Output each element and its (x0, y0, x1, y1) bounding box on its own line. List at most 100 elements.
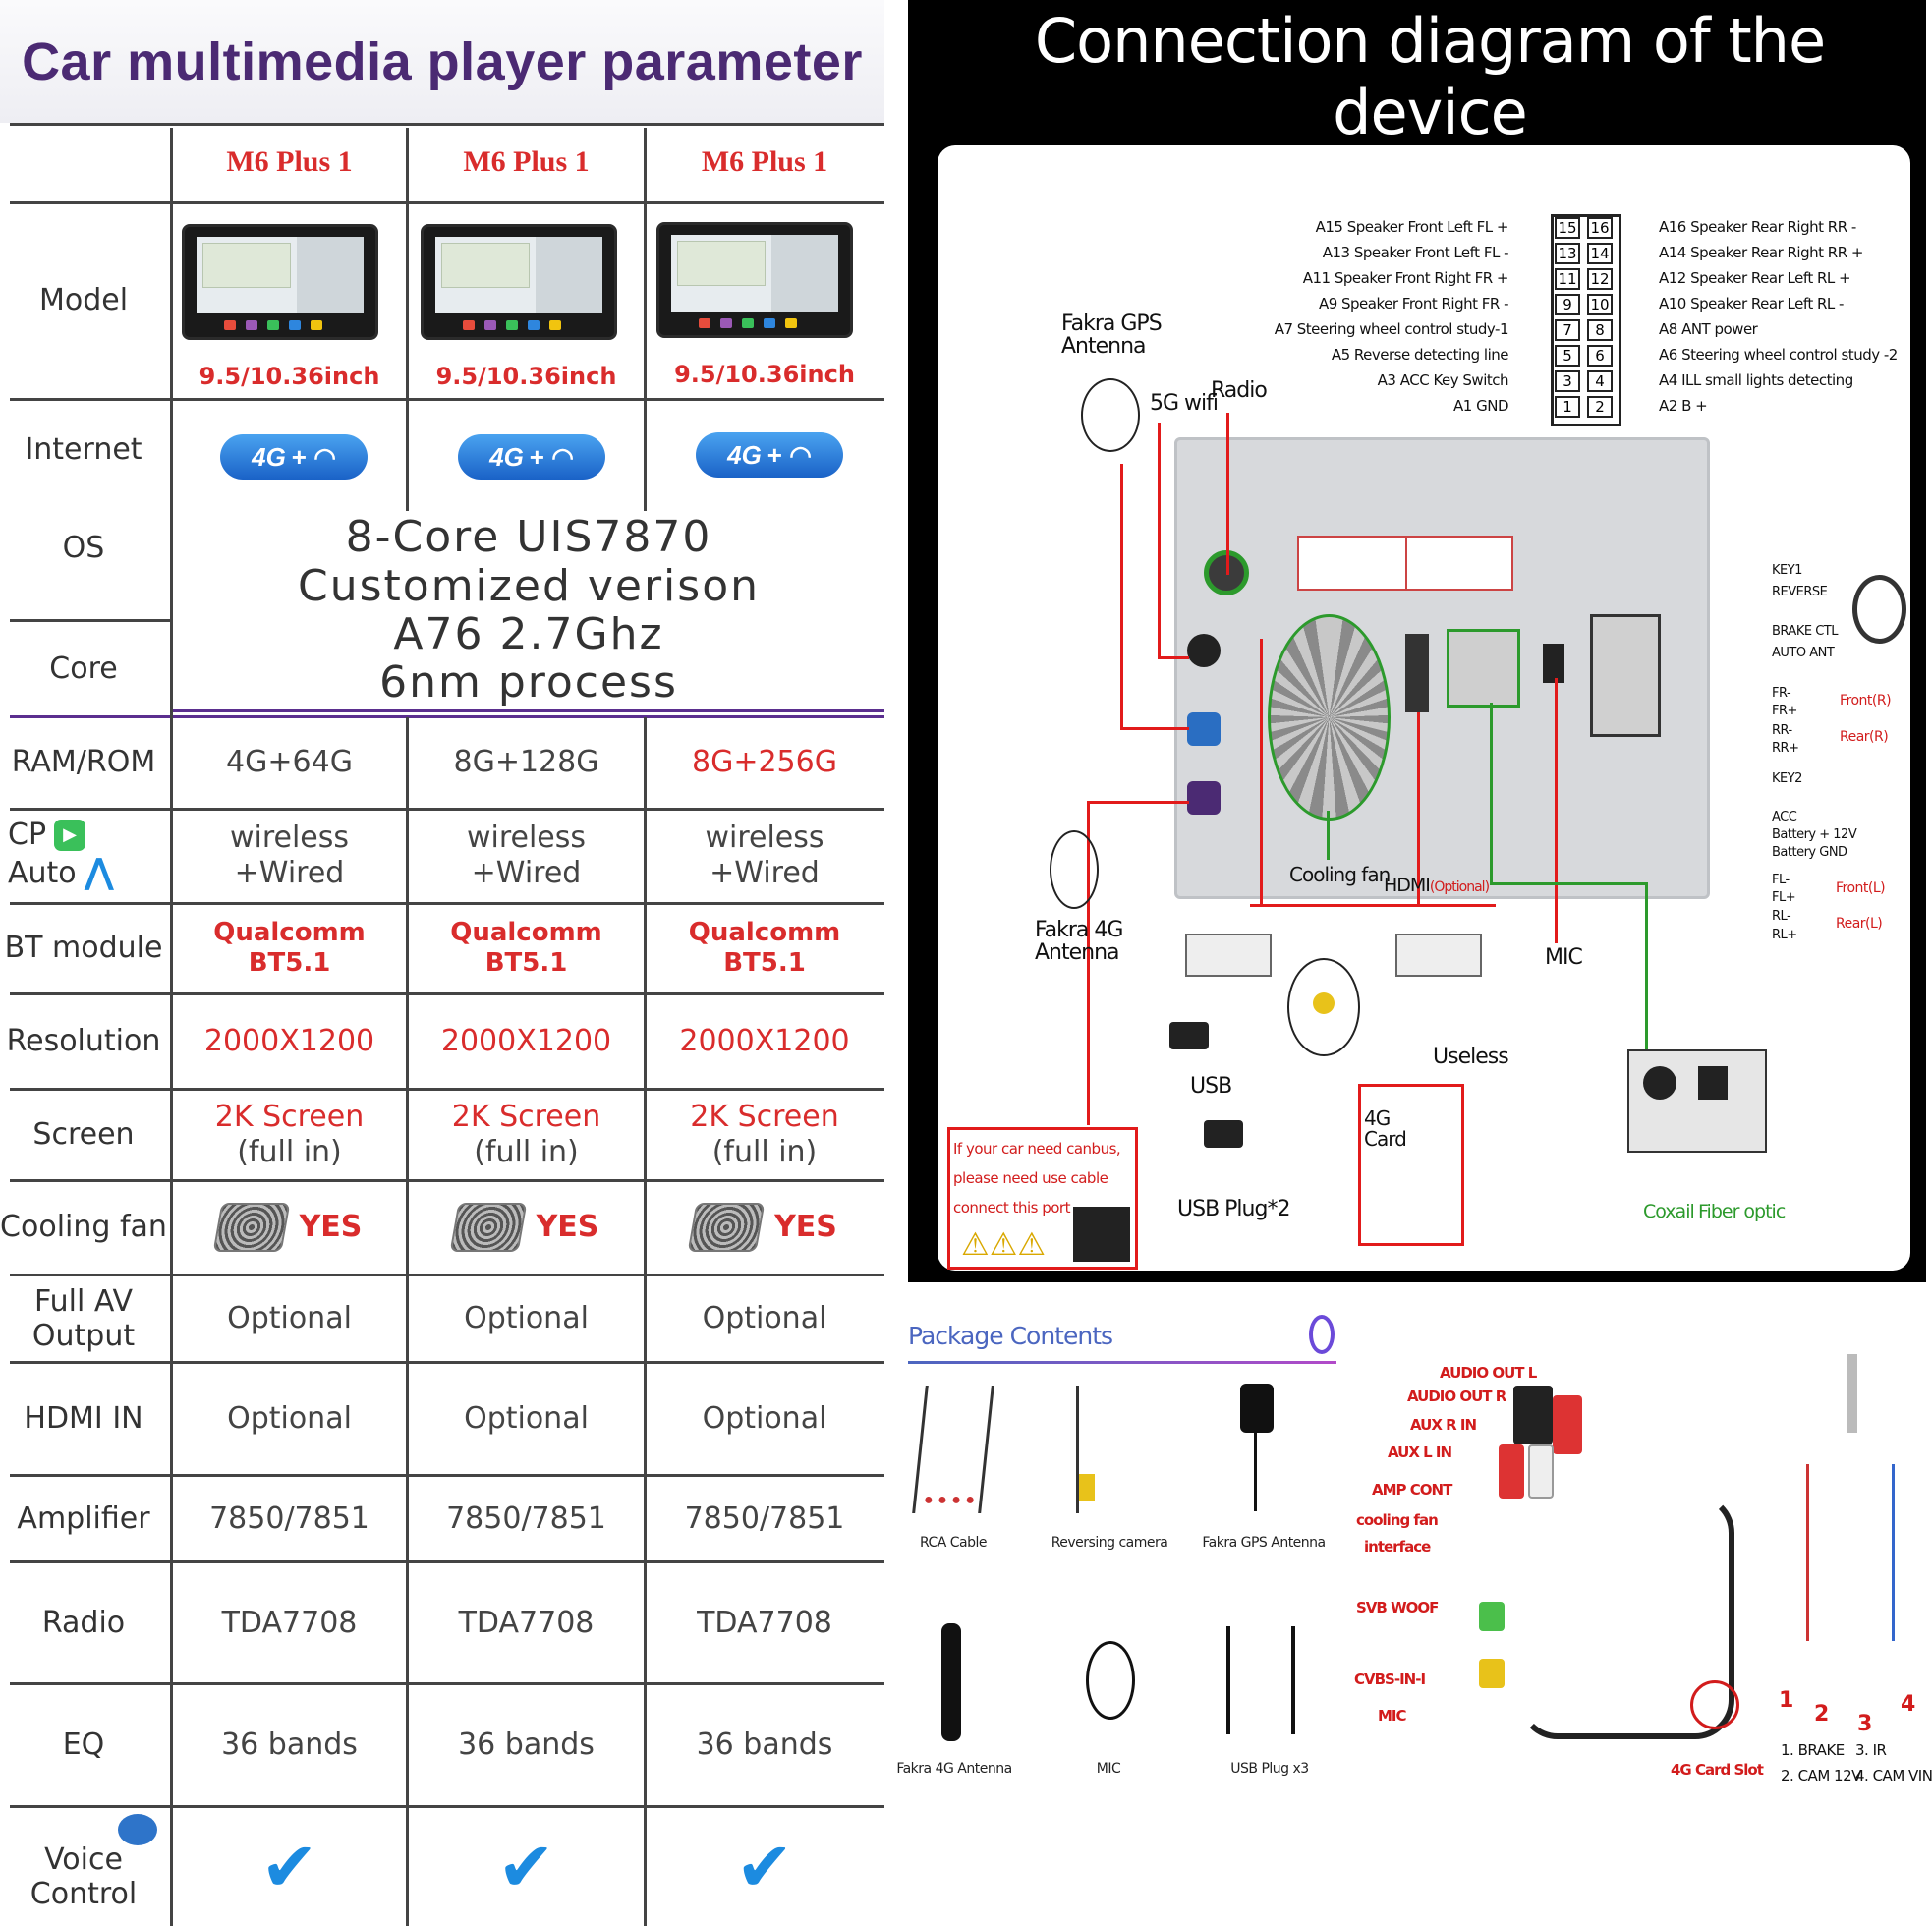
eq-value: 36 bands (458, 1728, 595, 1762)
radio-value: TDA7708 (697, 1605, 832, 1640)
package-item: RCA Cable (919, 1535, 988, 1551)
4g-text: 4G (489, 441, 524, 472)
harness-label: MIC (1378, 1707, 1407, 1725)
package-title: Package Contents (908, 1322, 1113, 1350)
warning-icon: ⚠⚠⚠ (961, 1226, 1047, 1262)
useless-label: Useless (1433, 1045, 1509, 1069)
harness-label: AUDIO OUT R (1407, 1388, 1506, 1405)
swirl-icon (1309, 1315, 1335, 1354)
steering-wheel-icon (1852, 575, 1906, 644)
pin-number: 11 (1555, 268, 1580, 290)
divider (10, 398, 884, 401)
check-icon: ✔ (497, 1827, 555, 1907)
bt-line1: Qualcomm (213, 917, 366, 947)
row-label-ram: RAM/ROM (11, 745, 156, 780)
leader-line (1417, 712, 1420, 904)
resolution-value: 2000X1200 (440, 1023, 612, 1058)
av-label-2: Output (31, 1319, 136, 1353)
gps-port (1187, 712, 1221, 746)
cp-wireless: wireless (466, 821, 587, 855)
carplay-icon: ▶ (54, 819, 86, 851)
divider (406, 128, 409, 511)
wire-label: Battery + 12V (1772, 827, 1857, 842)
screen-line1: 2K Screen (214, 1100, 365, 1134)
pin-label: A15 Speaker Front Left FL + (1315, 218, 1509, 236)
leader-line (1645, 882, 1648, 1049)
divider (10, 1560, 884, 1563)
gps-line2: Antenna (1061, 334, 1147, 360)
rca-plug-red (1499, 1444, 1524, 1499)
pin-label: A16 Speaker Rear Right RR - (1659, 218, 1856, 236)
av-value: Optional (227, 1301, 352, 1335)
rca-plug-white (1528, 1444, 1554, 1499)
pin-label: A3 ACC Key Switch (1377, 371, 1509, 389)
pin-number: 4 (1587, 370, 1613, 392)
wire-number: 1 (1779, 1688, 1793, 1713)
pin-number: 2 (1587, 396, 1613, 418)
robot-icon (118, 1814, 157, 1845)
leader-line (1250, 904, 1496, 907)
wire-label: FL- (1772, 873, 1790, 887)
warning-text: If your car need canbus, (953, 1140, 1121, 1158)
leader-line (1490, 703, 1493, 884)
fan-yes: YES (299, 1210, 363, 1244)
row-label-screen: Screen (32, 1117, 135, 1153)
cooling-fan-icon (1268, 614, 1391, 821)
camera-plug-icon (1287, 958, 1360, 1056)
row-label-internet: Internet (25, 432, 142, 468)
radio-value: TDA7708 (221, 1605, 358, 1640)
wire-label: Battery GND (1772, 845, 1847, 860)
eq-value: 36 bands (221, 1728, 358, 1762)
speaker-label: Rear(L) (1836, 916, 1883, 932)
wire-label: AUTO ANT (1772, 646, 1835, 660)
camera-plug (1079, 1474, 1095, 1501)
harness-label: AUX L IN (1388, 1444, 1452, 1461)
wire-label: FL+ (1772, 890, 1796, 905)
head-unit-image (182, 224, 378, 340)
divider (10, 992, 884, 995)
ram-value: 4G+64G (226, 745, 353, 779)
bt-line1: Qualcomm (688, 917, 841, 947)
coax-port (1643, 1066, 1676, 1100)
harness-label: AUDIO OUT L (1440, 1364, 1537, 1382)
package-item: USB Plug x3 (1230, 1761, 1309, 1777)
screen-value: 2K Screen(full in) (173, 1091, 406, 1179)
wire-number: 2 (1814, 1702, 1829, 1727)
harness-label: AUX R IN (1410, 1416, 1477, 1434)
divider (10, 715, 884, 718)
4g-badge: 4G+ ◠ (696, 432, 843, 478)
row-label-carplay: CP▶ Auto⋀ (0, 811, 167, 901)
package-panel (902, 1295, 1926, 1926)
pin-label: A14 Speaker Rear Right RR + (1659, 244, 1863, 261)
screen-line2: (full in) (711, 1135, 818, 1169)
av-value: Optional (702, 1301, 827, 1335)
wire-label: RR- (1772, 723, 1792, 738)
wire-label: RL- (1772, 909, 1791, 924)
row-label-resolution: Resolution (6, 1023, 161, 1058)
screen-value: 2K Screen(full in) (647, 1091, 882, 1179)
pin-label: A12 Speaker Rear Left RL + (1659, 269, 1851, 287)
rca-plug-red (1553, 1395, 1582, 1454)
hdmi-value: Optional (702, 1401, 827, 1436)
divider (10, 808, 884, 811)
warning-text: connect this port (953, 1199, 1070, 1217)
radio-label: Radio (1211, 378, 1268, 403)
divider (10, 1474, 884, 1477)
hdmi-optional: (Optional) (1429, 879, 1490, 895)
wire-note: 4. CAM VIN (1855, 1767, 1932, 1784)
screen-value: 2K Screen(full in) (409, 1091, 644, 1179)
cooling-fan-label: Cooling fan (1289, 863, 1391, 886)
check-icon: ✔ (260, 1827, 318, 1907)
usb-icon (1169, 1022, 1209, 1049)
wifi-port (1187, 634, 1221, 667)
mic-label: MIC (1545, 945, 1583, 970)
amp-value: 7850/7851 (209, 1501, 369, 1536)
wifi-label: 5G wifi (1150, 391, 1219, 416)
4g-slot-icon (1690, 1680, 1739, 1729)
android-auto-icon: ⋀ (84, 852, 114, 893)
wire-label: RL+ (1772, 928, 1797, 942)
av-label-1: Full AV (34, 1283, 133, 1319)
harness-label: AMP CONT (1372, 1481, 1452, 1499)
aux-cable-image (1847, 1354, 1857, 1433)
leader-line (1327, 811, 1330, 860)
